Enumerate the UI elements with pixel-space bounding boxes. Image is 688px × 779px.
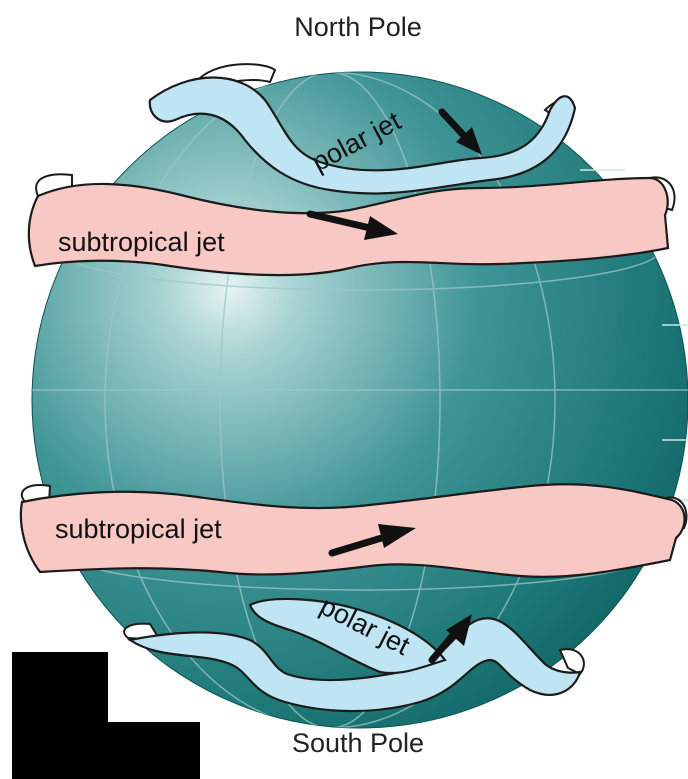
- south-pole-label: South Pole: [292, 728, 424, 758]
- north-pole-label: North Pole: [294, 12, 422, 42]
- subtropical-jet-south-label: subtropical jet: [55, 514, 222, 544]
- redaction-block: [12, 652, 200, 779]
- subtropical-jet-north-label: subtropical jet: [58, 227, 225, 257]
